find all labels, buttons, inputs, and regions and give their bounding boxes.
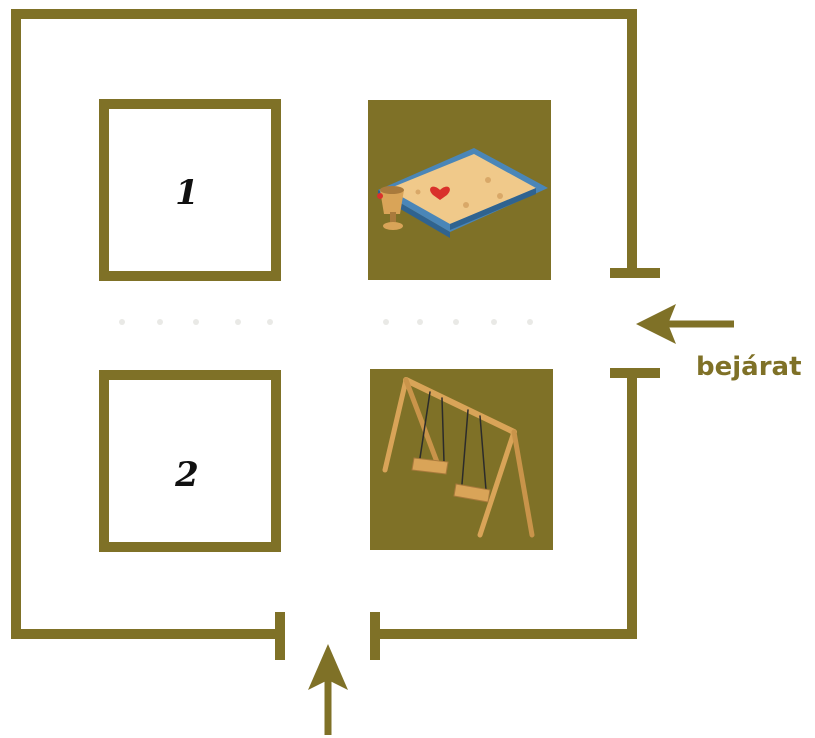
entrance-label: bejárat	[696, 352, 802, 382]
plot-1: 1	[99, 99, 281, 281]
fence-upper	[11, 9, 637, 639]
sandbox-tile	[368, 100, 551, 280]
entrance-arrow-bottom	[308, 644, 348, 735]
swing-tile	[370, 369, 553, 550]
bucket-icon	[377, 186, 404, 230]
heart-mold-icon	[430, 186, 450, 200]
outer-fence	[11, 9, 660, 660]
sandbox-icon	[377, 148, 548, 238]
path-dots	[119, 319, 533, 325]
fence-lower	[375, 373, 637, 639]
swing-icon	[382, 377, 535, 538]
plot-1-label: 1	[175, 173, 199, 213]
entrance-arrow-right	[636, 304, 734, 344]
plot-2: 2	[99, 370, 281, 552]
plot-2-label: 2	[174, 455, 199, 495]
